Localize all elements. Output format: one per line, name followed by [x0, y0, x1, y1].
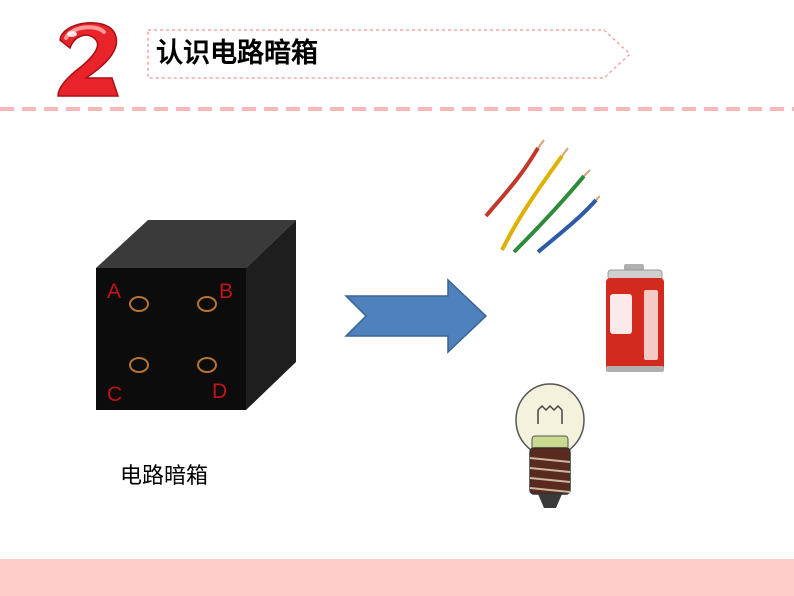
terminal-label-d: D: [212, 380, 228, 403]
terminal-b-hole: [197, 296, 217, 312]
terminal-label-b: B: [219, 280, 234, 303]
terminal-label-c: C: [107, 383, 123, 406]
box-front-face: [96, 268, 246, 410]
dashed-divider: [0, 107, 794, 111]
page-title: 认识电路暗箱: [156, 38, 318, 69]
terminal-label-a: A: [107, 280, 122, 303]
light-bulb-image: [515, 383, 585, 508]
right-arrow-icon: [344, 278, 488, 354]
circuit-black-box: [96, 220, 296, 410]
terminal-c-hole: [129, 357, 149, 373]
box-caption: 电路暗箱: [120, 464, 209, 489]
wires-image: [484, 139, 600, 254]
section-number-badge: [57, 22, 120, 97]
terminal-a-hole: [129, 296, 149, 312]
battery-image: [606, 264, 664, 372]
terminal-d-hole: [197, 357, 217, 373]
title-banner: [147, 29, 632, 79]
box-side-face: [246, 220, 296, 410]
number-two-shape: [57, 22, 120, 97]
footer-band: [0, 559, 794, 596]
box-top-face: [96, 220, 296, 268]
